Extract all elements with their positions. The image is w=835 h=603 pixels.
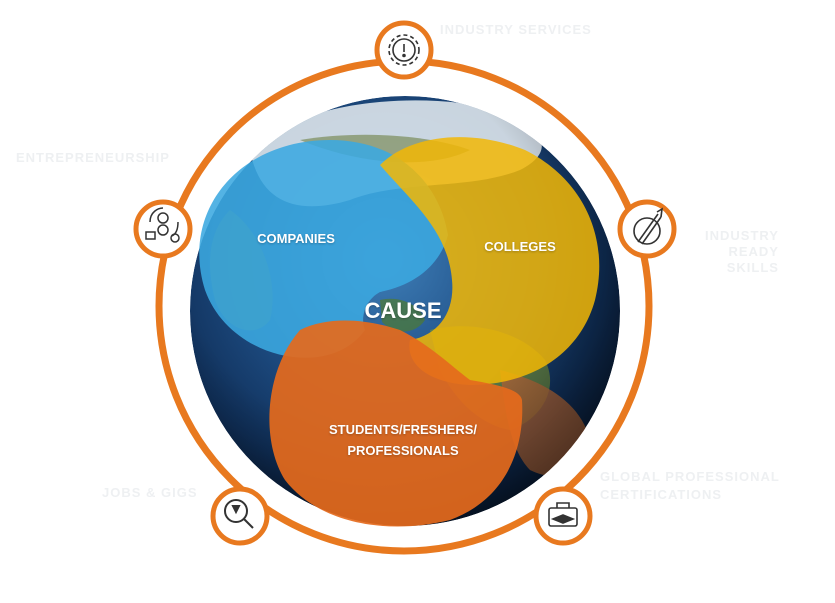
job-search-icon	[224, 499, 254, 529]
students-petal	[269, 320, 523, 527]
label-bottom-right-line1: GLOBAL PROFESSIONAL	[600, 469, 780, 484]
icon-node-top	[374, 20, 434, 80]
label-global-certifications: GLOBAL PROFESSIONAL CERTIFICATIONS	[600, 468, 780, 504]
icon-node-bottom-left	[210, 486, 270, 546]
label-bottom-right-line2: CERTIFICATIONS	[600, 487, 723, 502]
label-entrepreneurship: ENTREPRENEURSHIP	[16, 150, 170, 165]
students-label: STUDENTS/FRESHERS/ PROFESSIONALS	[300, 419, 506, 461]
label-jobs-gigs: JOBS & GIGS	[102, 485, 198, 500]
gear-alert-icon	[388, 34, 420, 66]
students-label-line1: STUDENTS/FRESHERS/	[328, 422, 478, 437]
colleges-petal	[380, 137, 600, 385]
colleges-label: COLLEGES	[484, 239, 556, 254]
companies-label: COMPANIES	[257, 231, 335, 246]
cause-label: CAUSE	[364, 298, 442, 323]
briefcase-graduation-icon	[548, 502, 578, 527]
icon-node-bottom-right	[533, 486, 593, 546]
icon-node-left	[133, 199, 193, 259]
business-cycle-icon	[145, 207, 180, 243]
label-right-line3: SKILLS	[726, 260, 779, 275]
label-industry-services: INDUSTRY SERVICES	[440, 22, 592, 37]
companies-petal	[199, 140, 448, 358]
students-label-line2: PROFESSIONALS	[347, 443, 459, 458]
label-right-line1: INDUSTRY	[705, 228, 779, 243]
icon-node-right	[617, 199, 677, 259]
label-right-line2: READY	[728, 244, 779, 259]
label-industry-ready-skills: INDUSTRY READY SKILLS	[705, 228, 779, 276]
pencil-idea-icon	[633, 207, 663, 245]
